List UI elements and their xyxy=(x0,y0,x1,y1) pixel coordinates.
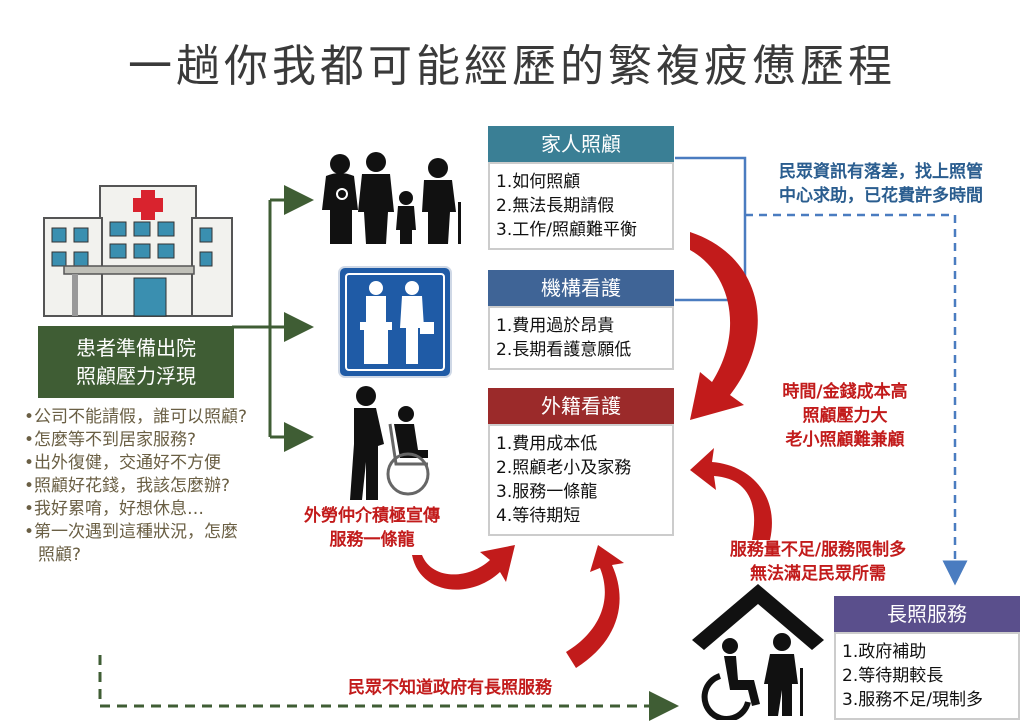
institution-care-card: 機構看護 1.費用過於昂貴 2.長期看護意願低 xyxy=(488,270,674,370)
list-item: •出外復健，交通好不方便 xyxy=(24,453,222,473)
note-line: 服務量不足/服務限制多 xyxy=(729,540,907,560)
cost-note: 時間/金錢成本高 照顧壓力大 老小照顧難兼顧 xyxy=(760,380,930,452)
list-item: •公司不能請假，誰可以照顧? xyxy=(24,407,248,427)
page-title: 一趟你我都可能經歷的繁複疲憊歷程 xyxy=(128,41,896,92)
list-item: 2.長期看護意願低 xyxy=(496,340,632,360)
list-item: •第一次遇到這種狀況，怎麼照顧? xyxy=(24,522,239,565)
caregiver-wheelchair-icon xyxy=(350,386,430,500)
list-item: 2.等待期較長 xyxy=(842,666,944,686)
info-gap-connector xyxy=(675,156,968,586)
unaware-up-arrow xyxy=(566,545,624,668)
ltc-service-title: 長照服務 xyxy=(834,596,1020,632)
institution-care-list: 1.費用過於昂貴 2.長期看護意願低 xyxy=(488,306,674,370)
list-item: 2.照顧老小及家務 xyxy=(496,458,632,478)
list-item: 4.等待期短 xyxy=(496,506,581,526)
ltc-service-card: 長照服務 1.政府補助 2.等待期較長 3.服務不足/現制多 xyxy=(834,596,1020,720)
institution-care-title: 機構看護 xyxy=(488,270,674,306)
note-line: 時間/金錢成本高 xyxy=(782,382,908,402)
ltc-service-list: 1.政府補助 2.等待期較長 3.服務不足/現制多 xyxy=(834,632,1020,720)
red-arrows xyxy=(412,232,772,668)
list-item: 1.政府補助 xyxy=(842,642,927,662)
agency-arrow xyxy=(412,545,515,590)
patient-box-line: 照顧壓力浮現 xyxy=(76,364,196,388)
long-term-care-home-icon xyxy=(692,584,824,720)
family-care-title: 家人照顧 xyxy=(488,126,674,162)
note-line: 照顧壓力大 xyxy=(802,406,888,426)
insufficient-note: 服務量不足/服務限制多 無法滿足民眾所需 xyxy=(700,538,936,586)
list-item: •照顧好花錢，我該怎麼辦? xyxy=(24,476,231,496)
note-line: 民眾資訊有落差，找上照管 xyxy=(779,162,983,182)
foreign-care-title: 外籍看護 xyxy=(488,388,674,424)
patient-box-line: 患者準備出院 xyxy=(76,336,196,360)
list-item: •怎麼等不到居家服務? xyxy=(24,430,197,450)
branch-arrows xyxy=(232,185,314,452)
list-item: 3.服務一條龍 xyxy=(496,482,598,502)
list-item: 3.服務不足/現制多 xyxy=(842,690,983,710)
family-care-list: 1.如何照顧 2.無法長期請假 3.工作/照顧難平衡 xyxy=(488,162,674,250)
patient-concerns-list: •公司不能請假，誰可以照顧? •怎麼等不到居家服務? •出外復健，交通好不方便 … xyxy=(24,406,252,567)
foreign-care-card: 外籍看護 1.費用成本低 2.照顧老小及家務 3.服務一條龍 4.等待期短 xyxy=(488,388,674,536)
info-gap-note: 民眾資訊有落差，找上照管 中心求助，已花費許多時間 xyxy=(752,160,1010,208)
family-icon xyxy=(322,152,461,244)
hospital-icon xyxy=(43,185,233,317)
note-line: 無法滿足民眾所需 xyxy=(750,564,886,584)
list-item: 2.無法長期請假 xyxy=(496,196,615,216)
insufficient-arrow xyxy=(690,448,772,540)
list-item: 1.費用成本低 xyxy=(496,434,598,454)
note-line: 中心求助，已花費許多時間 xyxy=(779,186,983,206)
list-item: •我好累唷，好想休息… xyxy=(24,499,205,519)
foreign-care-list: 1.費用成本低 2.照顧老小及家務 3.服務一條龍 4.等待期短 xyxy=(488,424,674,536)
nursing-home-icon xyxy=(338,266,452,378)
unaware-dashed-arrow xyxy=(98,655,679,721)
family-care-card: 家人照顧 1.如何照顧 2.無法長期請假 3.工作/照顧難平衡 xyxy=(488,126,674,250)
list-item: 3.工作/照顧難平衡 xyxy=(496,220,637,240)
unaware-note: 民眾不知道政府有長照服務 xyxy=(348,678,552,698)
note-line: 服務一條龍 xyxy=(329,530,415,550)
patient-box: 患者準備出院 照顧壓力浮現 xyxy=(38,326,234,398)
list-item: 1.費用過於昂貴 xyxy=(496,316,615,336)
note-line: 老小照顧難兼顧 xyxy=(785,430,905,450)
note-line: 外勞仲介積極宣傳 xyxy=(304,506,440,526)
agency-note: 外勞仲介積極宣傳 服務一條龍 xyxy=(282,504,462,552)
cost-arrow xyxy=(690,232,758,420)
list-item: 1.如何照顧 xyxy=(496,172,581,192)
